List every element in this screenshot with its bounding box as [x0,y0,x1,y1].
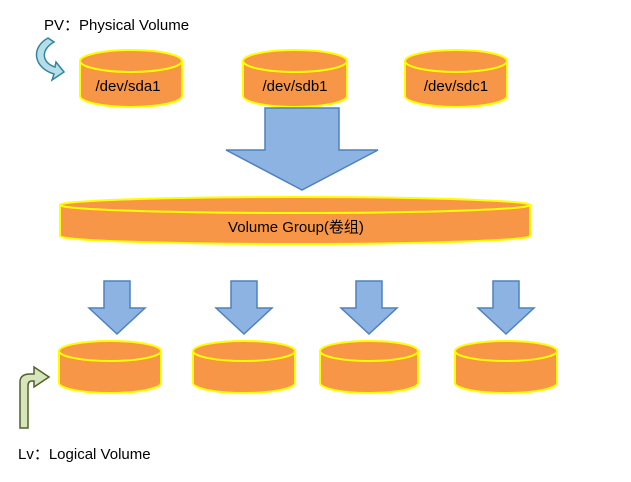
lv-legend-label: Lv：Logical Volume [18,446,151,463]
pv-cylinder: /dev/sdc1 [404,49,508,108]
small-down-arrow-icon [476,280,536,336]
lv-cylinder [192,340,296,394]
small-down-arrow-icon [214,280,274,336]
pv-legend-label: PV：Physical Volume [44,17,190,34]
volume-group-label: Volume Group(卷组) [228,219,364,236]
small-down-arrow-icon [87,280,147,336]
small-down-arrow-icon [339,280,399,336]
lv-cylinder [319,340,419,394]
volume-group-cylinder: Volume Group(卷组) [59,196,531,245]
lv-cylinder [58,340,162,394]
lv-cylinder [454,340,558,394]
pv-cylinder: /dev/sdb1 [242,49,348,108]
pv-cylinder-label: /dev/sda1 [95,78,160,95]
big-down-arrow-icon [225,107,379,191]
lv-bent-up-arrow-icon [19,365,51,429]
pv-cylinder-label: /dev/sdc1 [424,78,488,95]
pv-curved-arrow-icon [35,37,66,82]
pv-cylinder: /dev/sda1 [79,49,183,108]
pv-cylinder-label: /dev/sdb1 [262,78,327,95]
